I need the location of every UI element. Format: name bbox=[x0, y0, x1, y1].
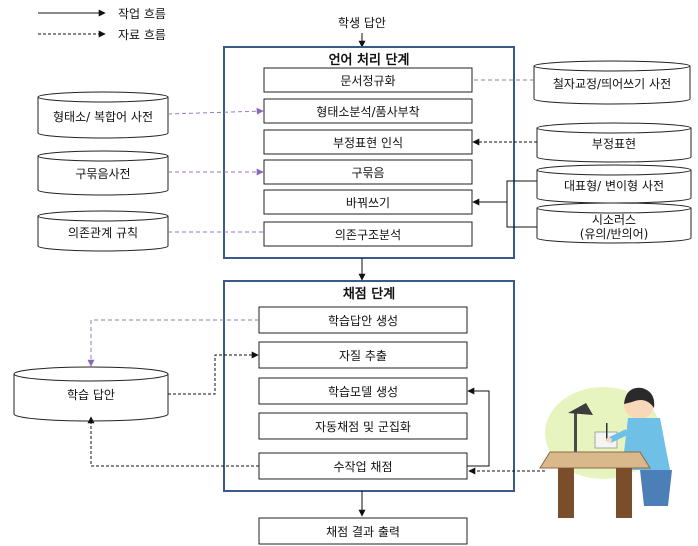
thesaurus-label-line1: 시소러스 bbox=[592, 213, 636, 227]
stage1-title: 언어 처리 단계 bbox=[329, 52, 410, 68]
desk-top bbox=[539, 451, 651, 469]
step-training-answer-generation bbox=[258, 306, 468, 334]
morph-dictionary-label: 형태소/ 복합어 사전 bbox=[53, 110, 153, 124]
variant-dictionary-label: 대표형/ 변이형 사전 bbox=[564, 179, 664, 193]
step-paraphrasing bbox=[263, 189, 473, 215]
grader-arm bbox=[608, 429, 629, 443]
training-answers-label: 학습 답안 bbox=[67, 388, 115, 402]
step-negation-recognition-label: 부정표현 인식 bbox=[333, 136, 403, 150]
legend: 작업 흐름 자료 흐름 bbox=[38, 7, 166, 42]
pen bbox=[606, 423, 608, 441]
stage2-title: 채점 단계 bbox=[343, 286, 395, 302]
step-morph-analysis bbox=[263, 98, 473, 124]
step-chunking-label: 구묶음 bbox=[351, 166, 384, 180]
step-auto-scoring-clustering-label: 자동채점 및 군집화 bbox=[315, 420, 411, 434]
student-answer-input: 학생 답안 bbox=[338, 16, 386, 30]
grader-hand bbox=[606, 437, 612, 443]
desk-left-leg bbox=[558, 468, 574, 518]
cylinder-training-answers: 학습 답안 bbox=[13, 366, 169, 422]
step-morph-analysis-label: 형태소분석/품사부착 bbox=[316, 105, 419, 119]
grader-legs bbox=[640, 470, 672, 506]
manual-scoring-to-answers-arrow bbox=[87, 416, 259, 467]
lamp-pole bbox=[574, 410, 577, 456]
output-box bbox=[258, 517, 468, 545]
spelling-dictionary-label: 철자교정/띄어쓰기 사전 bbox=[553, 77, 671, 91]
negation-expressions-label: 부정표현 bbox=[592, 137, 636, 151]
step-document-normalization-label: 문서정규화 bbox=[340, 74, 395, 88]
dependency-rules-label: 의존관계 규칙 bbox=[68, 226, 138, 240]
step-model-training-label: 학습모델 생성 bbox=[328, 385, 398, 399]
desk-right-leg bbox=[616, 468, 632, 518]
step-document-normalization bbox=[263, 67, 473, 93]
cylinder-variant-dictionary: 대표형/ 변이형 사전 bbox=[536, 164, 692, 204]
synonym-resource-bracket bbox=[506, 180, 537, 228]
scoring-stage bbox=[223, 280, 515, 492]
language-processing-stage bbox=[223, 46, 515, 259]
step-dependency-parsing bbox=[263, 221, 473, 247]
cylinder-thesaurus: 시소러스 (유의/반의어) bbox=[536, 202, 692, 244]
output-label: 채점 결과 출력 bbox=[326, 525, 400, 539]
cylinder-negation-expressions: 부정표현 bbox=[536, 122, 692, 163]
step-auto-scoring-clustering bbox=[258, 412, 468, 440]
cylinder-dependency-rules: 의존관계 규칙 bbox=[37, 210, 169, 252]
step-chunking bbox=[263, 159, 473, 185]
cylinder-chunk-dictionary: 구묶음사전 bbox=[37, 150, 169, 196]
step-manual-scoring bbox=[258, 452, 468, 480]
cylinder-spelling-dictionary: 철자교정/띄어쓰기 사전 bbox=[533, 60, 691, 105]
legend-work-flow: 작업 흐름 bbox=[118, 7, 166, 21]
step-feature-extraction-label: 자질 추출 bbox=[339, 349, 387, 363]
human-grader-illustration bbox=[539, 387, 672, 518]
lamp-head bbox=[568, 403, 593, 415]
morph-dict-to-analysis-arrow bbox=[167, 107, 264, 115]
grader-hair bbox=[624, 387, 655, 408]
step-paraphrasing-label: 바꿔쓰기 bbox=[346, 196, 390, 210]
training-answers-to-feature-arrow bbox=[168, 351, 259, 395]
step-training-answer-generation-label: 학습답안 생성 bbox=[328, 314, 398, 328]
legend-data-flow: 자료 흐름 bbox=[118, 28, 166, 42]
chunk-dictionary-label: 구묶음사전 bbox=[75, 167, 130, 181]
step-feature-extraction bbox=[258, 341, 468, 369]
training-answers-generation-arrow bbox=[87, 319, 259, 367]
step-negation-recognition bbox=[263, 129, 473, 155]
thesaurus-label-line2: (유의/반의어) bbox=[580, 227, 649, 241]
step-model-training bbox=[258, 377, 468, 405]
step-manual-scoring-label: 수작업 채점 bbox=[333, 460, 392, 474]
cylinder-morph-dictionary: 형태소/ 복합어 사전 bbox=[37, 91, 169, 139]
retrain-loop-arrow bbox=[467, 387, 490, 467]
step-dependency-parsing-label: 의존구조분석 bbox=[335, 228, 401, 242]
